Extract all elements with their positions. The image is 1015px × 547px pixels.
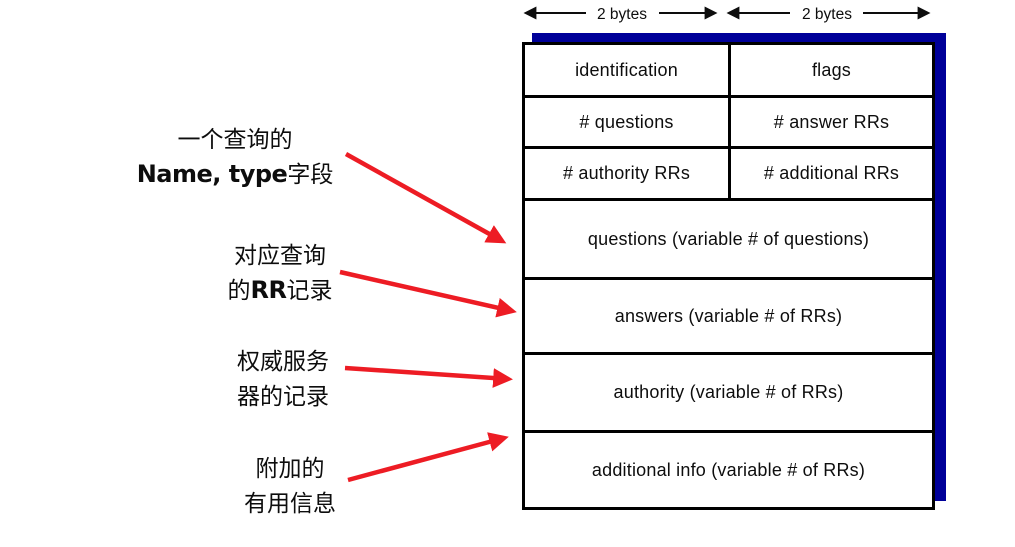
annotation-line: 器的记录 bbox=[237, 384, 329, 409]
table-row: questions (variable # of questions) bbox=[525, 198, 932, 277]
annotation-line: 的RR记录 bbox=[227, 276, 333, 304]
cell-num-questions: # questions bbox=[579, 111, 674, 132]
cell-answers: answers (variable # of RRs) bbox=[614, 305, 843, 326]
cell-authority: authority (variable # of RRs) bbox=[613, 382, 844, 402]
byte-width-label-left: 2 bytes bbox=[597, 6, 647, 23]
dns-message-table: identification flags # questions # answe… bbox=[522, 42, 935, 510]
annotation-line: 附加的 bbox=[255, 456, 325, 481]
annotation-rr-records: 对应查询 的RR记录 bbox=[165, 238, 395, 308]
cell-num-answer-rrs: # answer RRs bbox=[728, 98, 932, 146]
table-row: additional info (variable # of RRs) bbox=[525, 430, 932, 507]
annotation-query-name-type: 一个查询的 Name, type字段 bbox=[120, 122, 350, 192]
table-row: authority (variable # of RRs) bbox=[525, 352, 932, 430]
table-row: identification flags bbox=[525, 45, 932, 95]
cell-questions: questions (variable # of questions) bbox=[587, 228, 870, 249]
table-row: # authority RRs # additional RRs bbox=[525, 146, 932, 198]
red-arrow-to-questions bbox=[344, 152, 507, 244]
table-row: # questions # answer RRs bbox=[525, 95, 932, 146]
cell-flags: flags bbox=[728, 45, 932, 95]
annotation-line: Name, type字段 bbox=[136, 160, 334, 188]
table-row: answers (variable # of RRs) bbox=[525, 277, 932, 352]
annotation-line: 对应查询 bbox=[234, 243, 326, 268]
byte-width-label-right: 2 bytes bbox=[802, 6, 852, 23]
annotation-authority-records: 权威服务 器的记录 bbox=[168, 344, 398, 414]
annotation-line: 有用信息 bbox=[244, 491, 336, 516]
cell-additional-info: additional info (variable # of RRs) bbox=[591, 459, 866, 480]
annotation-line: 一个查询的 bbox=[177, 127, 293, 152]
annotation-line: 权威服务 bbox=[237, 349, 329, 374]
cell-num-additional-rrs: # additional RRs bbox=[728, 149, 932, 198]
cell-num-authority-rrs: # authority RRs bbox=[562, 163, 691, 183]
annotation-additional-info: 附加的 有用信息 bbox=[175, 451, 405, 521]
cell-identification: identification bbox=[575, 59, 678, 80]
